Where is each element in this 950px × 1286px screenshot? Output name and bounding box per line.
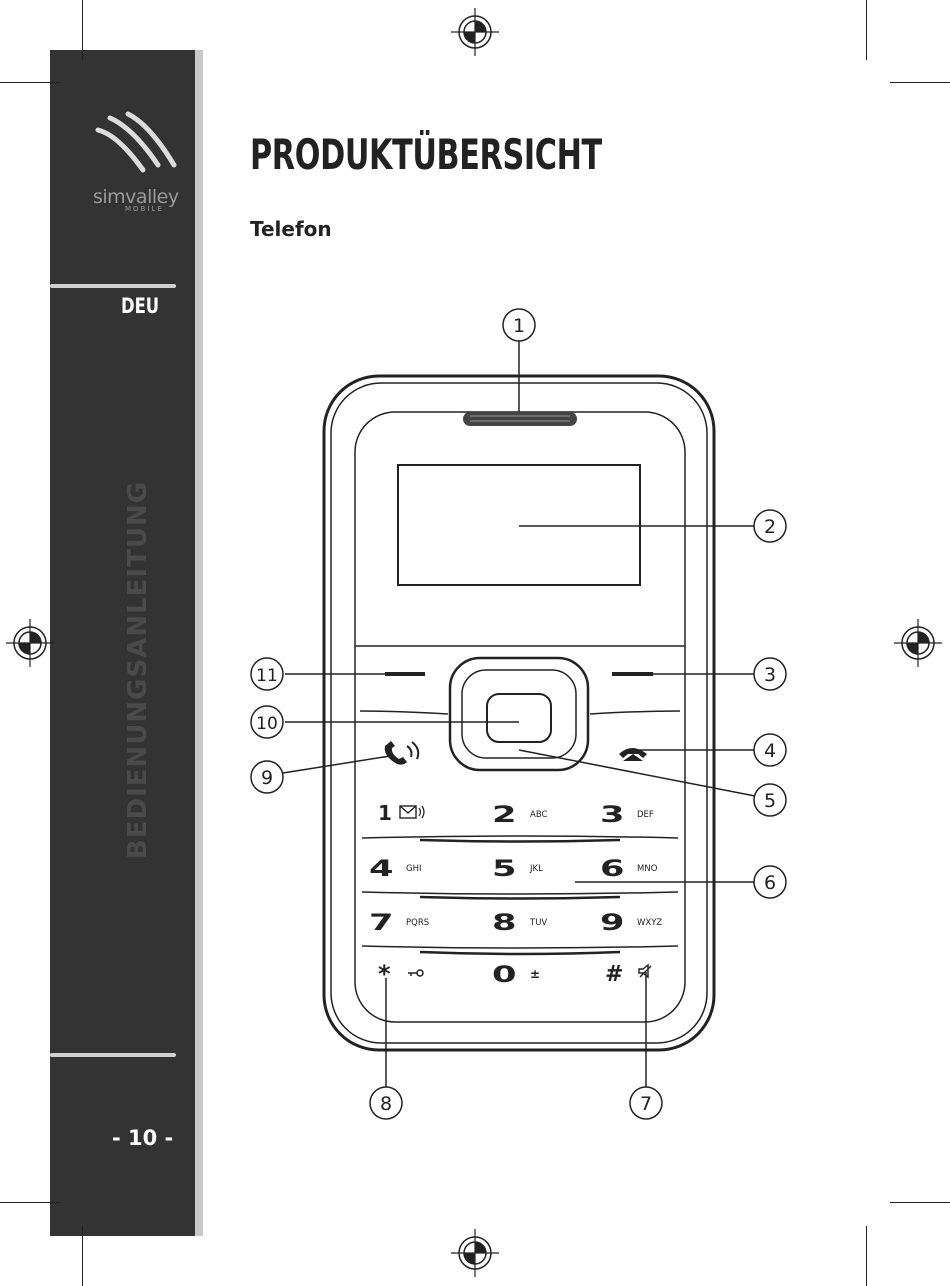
sidebar-rule-top [50,284,176,288]
call-icon [384,741,420,765]
key-6-digit: 6 [600,856,624,881]
callout-2: 2 [753,509,787,543]
svg-text:9: 9 [261,767,273,789]
envelope-icon [399,805,425,819]
key-8-letters: TUV [529,918,547,928]
brand-name: simvalley [93,186,179,208]
crop-mark [890,1202,950,1203]
simvalley-logo-icon [95,111,177,173]
registration-mark-icon [893,618,943,668]
key-2-digit: 2 [492,802,516,827]
svg-text:3: 3 [764,664,776,686]
brand-subtitle: MOBILE [125,205,164,213]
mute-speaker-icon [638,963,652,979]
section-subtitle: Telefon [250,217,332,241]
registration-mark-icon [5,618,55,668]
key-0-digit: 0 [492,962,516,987]
callout-5: 5 [753,783,787,817]
svg-text:1: 1 [513,315,525,337]
key-4-letters: GHI [406,864,422,874]
key-7-letters: PQRS [406,918,429,928]
svg-text:7: 7 [640,1093,652,1115]
key-9-letters: WXYZ [637,918,662,928]
svg-text:4: 4 [764,740,776,762]
callout-6: 6 [753,865,787,899]
key-8-digit: 8 [492,910,516,935]
callout-4: 4 [753,733,787,767]
key-3-letters: DEF [637,810,654,820]
sidebar-rule-bottom [50,1053,176,1057]
ok-button [486,693,552,743]
callout-9: 9 [250,760,284,794]
crop-mark [0,82,60,83]
callout-7: 7 [629,1086,663,1120]
key-9-digit: 9 [600,910,624,935]
crop-mark [0,1202,60,1203]
svg-text:8: 8 [380,1093,392,1115]
crop-mark [82,1226,83,1286]
registration-mark-icon [450,1228,500,1278]
callout-1: 1 [502,308,536,342]
page-number: - 10 - [112,1126,174,1150]
svg-text:10: 10 [256,714,278,734]
registration-mark-icon [450,7,500,57]
key-icon [408,969,424,977]
sidebar-edge [195,50,203,1236]
key-0-letters: ± [530,967,540,981]
crop-mark [866,1226,867,1286]
key-4-digit: 4 [369,856,393,881]
key-star-digit: * [378,960,391,988]
key-7-digit: 7 [369,910,393,935]
callout-3: 3 [753,657,787,691]
crop-mark [82,0,83,60]
svg-text:11: 11 [256,666,278,686]
svg-text:5: 5 [764,790,776,812]
key-1-digit: 1 [378,801,392,825]
crop-mark [866,0,867,60]
callout-11: 11 [250,657,284,691]
key-6-letters: MNO [637,864,658,874]
key-hash-digit: # [605,962,623,987]
crop-mark [890,82,950,83]
callout-10: 10 [250,705,284,739]
callout-8: 8 [369,1086,403,1120]
page-title: PRODUKTÜBERSICHT [250,130,602,179]
display-screen [397,464,641,586]
sidebar [50,50,195,1236]
key-3-digit: 3 [600,802,624,827]
language-label: DEU [121,294,160,318]
earpiece-speaker [463,412,577,426]
svg-text:2: 2 [764,516,776,538]
key-2-letters: ABC [530,810,547,820]
svg-text:6: 6 [764,872,776,894]
key-5-letters: JKL [529,864,543,874]
key-5-digit: 5 [492,856,516,881]
